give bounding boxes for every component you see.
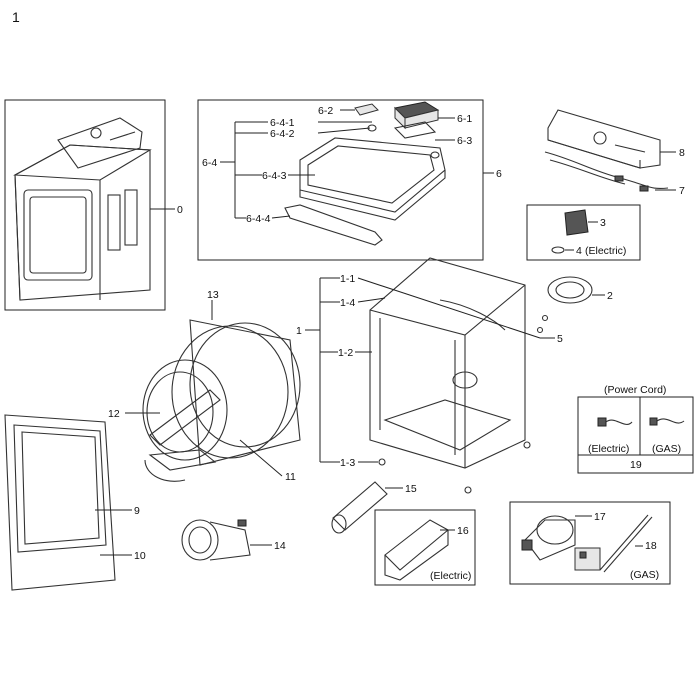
callout-6-4-2: 6-4-2: [270, 128, 295, 140]
heater-parts-frame: [526, 204, 641, 261]
callout-6-4: 6-4: [202, 157, 217, 169]
callout-1-4: 1-4: [340, 297, 355, 309]
drum-illustration: [142, 319, 301, 482]
motor-illustration: [521, 515, 576, 561]
callout-3: 3: [600, 217, 606, 229]
dryer-illustration: [13, 117, 152, 301]
power-cord-frame: [577, 396, 694, 474]
dryer-assembly-group: 0: [4, 99, 183, 311]
part-2-illustration: [547, 276, 593, 304]
drum-group: 13 12 11: [108, 289, 301, 483]
cabinet-illustration: [369, 257, 531, 494]
door-group: 9 10: [4, 414, 146, 591]
note-power-gas: (GAS): [652, 443, 681, 455]
wire-harness-illustration: [544, 151, 669, 192]
callout-6-4-3: 6-4-3: [262, 170, 287, 182]
callout-7: 7: [679, 185, 685, 197]
door-illustration: [4, 414, 116, 591]
callout-8: 8: [679, 147, 685, 159]
heater-group: 16 (Electric): [374, 509, 476, 586]
callout-6: 6: [496, 168, 502, 180]
dryer-assembly-frame: [4, 99, 166, 311]
callout-5: 5: [557, 333, 563, 345]
callout-12: 12: [108, 408, 120, 420]
top-lid-illustration: [299, 124, 446, 221]
callout-6-3: 6-3: [457, 135, 472, 147]
callout-6-4-4: 6-4-4: [246, 213, 271, 225]
gas-parts-frame: [509, 501, 671, 585]
top-panel-frame: [197, 99, 484, 261]
callout-9: 9: [134, 505, 140, 517]
callout-6-2: 6-2: [318, 105, 333, 117]
part-6-2-illustration: [354, 103, 379, 116]
power-cord-group: (Power Cord) (Electric) (GAS) 19: [577, 384, 694, 474]
callout-13: 13: [207, 289, 219, 301]
blower-group: 14: [181, 519, 286, 561]
gas-parts-group: 17 18 (GAS): [509, 501, 671, 585]
callout-2: 2: [607, 290, 613, 302]
callout-4: 4: [576, 245, 582, 257]
part-6-3-illustration: [393, 121, 437, 139]
part-4-illustration: [551, 246, 565, 254]
part-2-group: 2: [547, 276, 613, 304]
note-power-cord: (Power Cord): [604, 384, 666, 396]
part-6-1-illustration: [393, 101, 440, 130]
duct-group: 15: [331, 481, 417, 534]
note-electric-4: (Electric): [585, 245, 626, 257]
cabinet-group: 1 1-1 1-4 1-2 1-3 5: [296, 257, 563, 494]
callout-6-1: 6-1: [457, 113, 472, 125]
power-cord-gas-illustration: [649, 417, 685, 426]
control-panel-illustration: [547, 109, 661, 169]
part-3-illustration: [564, 209, 589, 236]
note-electric-16: (Electric): [430, 570, 471, 582]
top-panel-group: 6 6-1 6-2 6-3: [197, 99, 502, 261]
callout-10: 10: [134, 550, 146, 562]
callout-1-3: 1-3: [340, 457, 355, 469]
callout-17: 17: [594, 511, 606, 523]
blower-illustration: [181, 519, 251, 561]
callout-11: 11: [285, 471, 296, 483]
note-gas-18: (GAS): [630, 569, 659, 581]
heater-parts-group: 3 4 (Electric): [526, 204, 641, 261]
callout-16: 16: [457, 525, 469, 537]
callout-1: 1: [296, 325, 302, 337]
gas-valve-illustration: [574, 514, 653, 573]
power-cord-electric-illustration: [597, 417, 633, 427]
callout-15: 15: [405, 483, 417, 495]
callout-1-1: 1-1: [340, 273, 355, 285]
note-power-electric: (Electric): [588, 443, 629, 455]
callout-14: 14: [274, 540, 286, 552]
duct-illustration: [331, 481, 388, 534]
part-6-4-4-illustration: [284, 204, 383, 246]
control-panel-group: 8 7: [544, 109, 685, 197]
callout-6-4-1: 6-4-1: [270, 117, 295, 129]
callout-0: 0: [177, 204, 183, 216]
callout-18: 18: [645, 540, 657, 552]
callout-19: 19: [630, 459, 642, 471]
page-number: 1: [12, 9, 20, 25]
callout-1-2: 1-2: [338, 347, 353, 359]
heater-frame: [374, 509, 476, 586]
